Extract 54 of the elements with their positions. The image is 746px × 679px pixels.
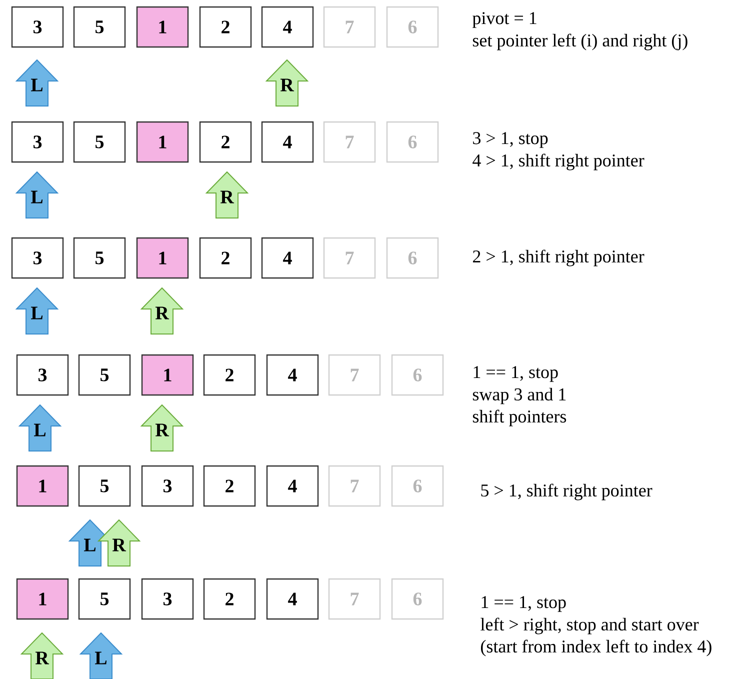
step-note: shift pointers (472, 410, 566, 426)
step-note: 1 == 1, stop (474, 366, 558, 382)
number-box: 6 (391, 578, 444, 620)
step-note: 1 == 1, stop (482, 596, 566, 612)
step-note: set pointer left (i) and right (j) (472, 34, 688, 50)
number-box: 6 (391, 465, 444, 507)
number-box: 1 (141, 354, 194, 396)
number-box: 4 (261, 121, 314, 163)
number-box: 2 (203, 354, 256, 396)
number-box: 1 (16, 465, 69, 507)
number-box: 6 (386, 237, 439, 279)
number-box: 1 (136, 121, 189, 163)
number-box: 3 (141, 465, 194, 507)
step-note: left > right, stop and start over (480, 618, 699, 634)
number-box: 2 (199, 237, 252, 279)
number-box: 3 (11, 121, 64, 163)
number-box: 5 (78, 578, 131, 620)
number-box: 2 (199, 6, 252, 48)
number-box: 4 (261, 6, 314, 48)
number-box: 6 (386, 121, 439, 163)
number-box: 2 (199, 121, 252, 163)
step-note: (start from index left to index 4) (481, 640, 712, 656)
number-box: 6 (391, 354, 444, 396)
number-box: 7 (328, 465, 381, 507)
step-note: 2 > 1, shift right pointer (473, 250, 644, 266)
number-box: 5 (73, 6, 126, 48)
number-box: 6 (386, 6, 439, 48)
number-box: 3 (11, 6, 64, 48)
number-box: 4 (261, 237, 314, 279)
number-box: 3 (11, 237, 64, 279)
step-note: 3 > 1, stop (473, 132, 548, 148)
number-box: 4 (266, 465, 319, 507)
number-box: 3 (141, 578, 194, 620)
step-note: pivot = 1 (472, 12, 536, 28)
number-box: 1 (136, 237, 189, 279)
number-box: 4 (266, 354, 319, 396)
number-box: 2 (203, 578, 256, 620)
number-box: 7 (323, 121, 376, 163)
number-box: 5 (78, 465, 131, 507)
step-note: 4 > 1, shift right pointer (472, 154, 644, 170)
number-box: 7 (323, 6, 376, 48)
step-note: swap 3 and 1 (472, 388, 566, 404)
number-box: 5 (73, 237, 126, 279)
number-box: 4 (266, 578, 319, 620)
number-box: 7 (328, 578, 381, 620)
number-box: 7 (328, 354, 381, 396)
number-box: 1 (136, 6, 189, 48)
number-box: 5 (78, 354, 131, 396)
step-note: 5 > 1, shift right pointer (481, 484, 652, 500)
number-box: 1 (16, 578, 69, 620)
number-box: 2 (203, 465, 256, 507)
number-box: 3 (16, 354, 69, 396)
number-box: 7 (323, 237, 376, 279)
number-box: 5 (73, 121, 126, 163)
